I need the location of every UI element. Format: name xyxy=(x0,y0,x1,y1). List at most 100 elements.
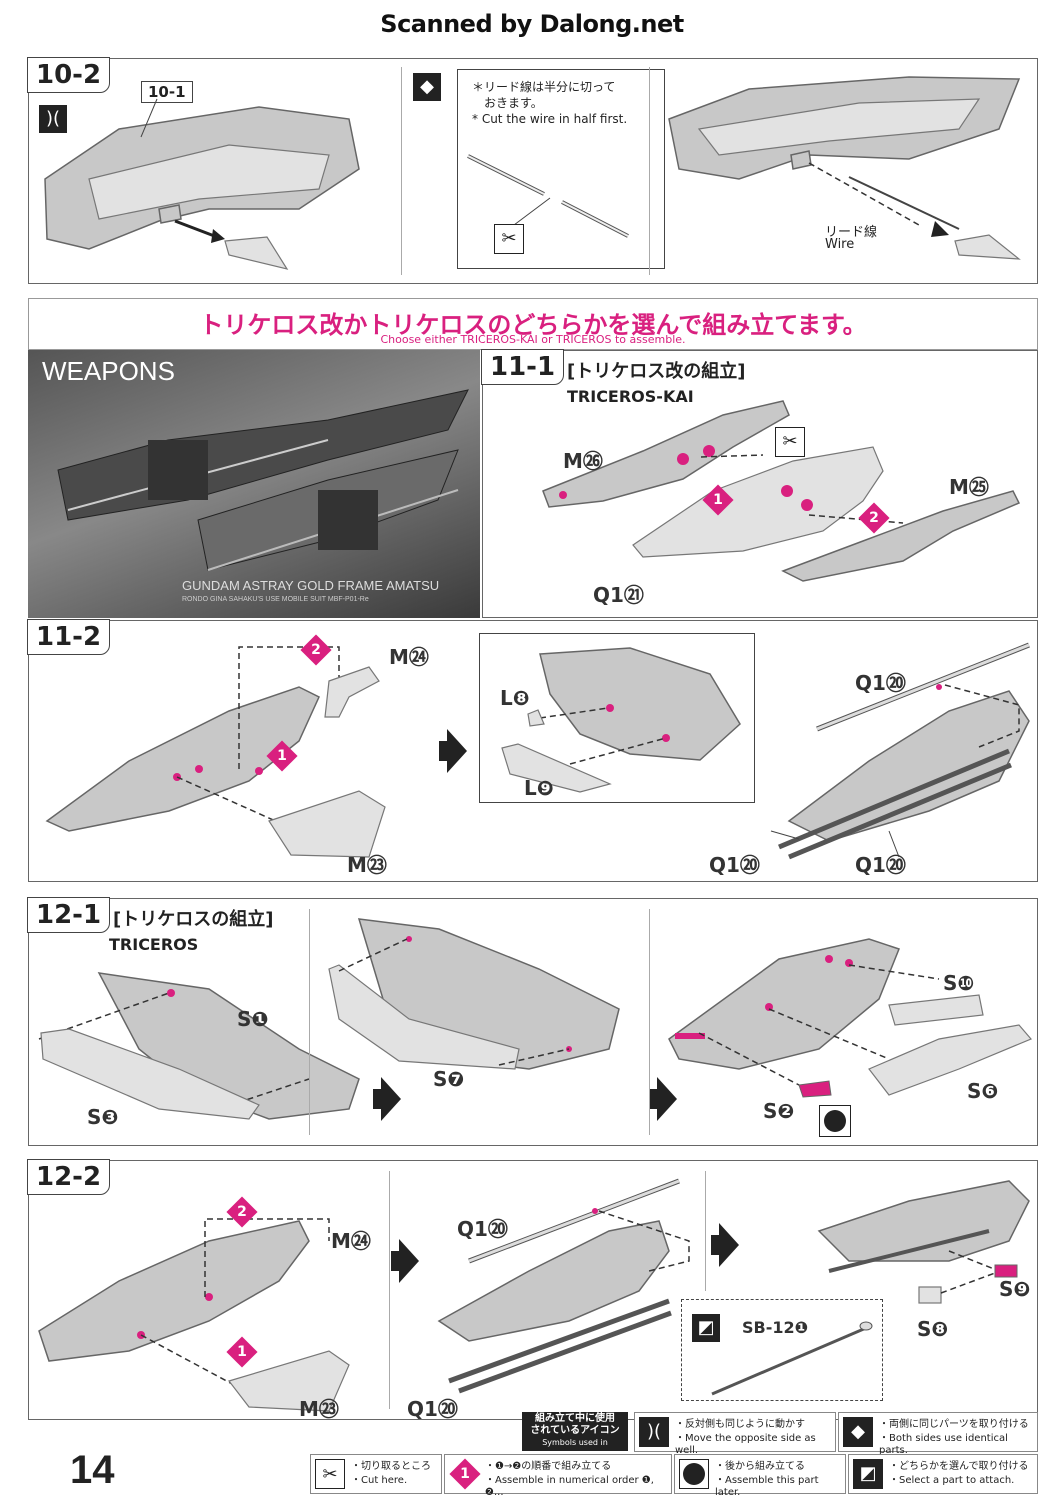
weapons-photo-render xyxy=(57,389,469,571)
part-label: S❼ xyxy=(433,1067,465,1091)
legend-item-assemble-later: ・後から組み立てる ・Assemble this part later. xyxy=(674,1454,846,1498)
assemble-later-icon xyxy=(819,1105,851,1137)
step-11-1-drawing xyxy=(542,400,1021,582)
step-11-2-left-drawing xyxy=(45,646,386,858)
step-12-1-left-drawing xyxy=(38,972,360,1120)
legend-item-select-part: ◩ ・どちらかを選んで取り付ける ・Select a part to attac… xyxy=(848,1454,1038,1494)
step-10-2-left-drawing xyxy=(44,98,360,270)
step-12-1-panel: 12-1 [トリケロスの組立] TRICEROS S❶ S❸ S❼ S❿ S❻ … xyxy=(27,897,1038,1146)
next-arrow xyxy=(439,729,467,773)
legend-item-cut-here: ✂ ・切り取るところ ・Cut here. xyxy=(310,1454,442,1494)
part-label: Q1⑳ xyxy=(855,671,906,695)
divider xyxy=(705,1171,706,1291)
legend-text-en: ・Cut here. xyxy=(351,1475,408,1486)
order-1-marker: 1 xyxy=(702,484,734,516)
ref-label: 10-1 xyxy=(141,81,193,103)
legend-text-en: ・Select a part to attach. xyxy=(889,1475,1015,1486)
choose-title-en: Choose either TRICEROS-KAI or TRICEROS t… xyxy=(380,333,686,346)
step-12-1-title-ja: [トリケロスの組立] xyxy=(113,909,274,930)
weapons-caption-2: RONDO GINA SAHAKU'S USE MOBILE SUIT MBF-… xyxy=(182,596,369,603)
part-label: M㉔ xyxy=(389,645,429,669)
legend-text-en: ・Move the opposite side as well. xyxy=(675,1433,816,1456)
legend-text-ja: ・❶→❷の順番で組み立てる xyxy=(485,1461,612,1472)
part-label: Q1⑳ xyxy=(407,1397,458,1421)
legend-title-ja-1: 組み立て中に使用 xyxy=(535,1413,615,1424)
step-12-2-left-drawing xyxy=(38,1218,350,1412)
wire-note-en: * Cut the wire in half first. xyxy=(472,112,628,126)
legend-text-en: ・Assemble this part later. xyxy=(715,1475,819,1498)
legend-text-ja: ・後から組み立てる xyxy=(715,1461,805,1472)
step-12-2-right-drawing xyxy=(817,1180,1030,1304)
part-label: S❽ xyxy=(917,1317,949,1341)
step-11-1-title-en: TRICEROS-KAI xyxy=(567,387,694,406)
part-label: Q1⑳ xyxy=(709,853,760,877)
select-part-icon: ✂ xyxy=(775,427,805,457)
weapons-title: WEAPONS xyxy=(42,356,175,386)
step-label: 10-2 xyxy=(27,57,111,93)
step-11-1-title-ja: [トリケロス改の組立] xyxy=(567,361,746,382)
divider xyxy=(649,67,650,275)
both-sides-icon: ◆ xyxy=(843,1417,873,1447)
part-label: M㉓ xyxy=(347,853,387,877)
legend-item-both-sides: ◆ ・両側に同じパーツを取り付ける ・Both sides use identi… xyxy=(838,1412,1038,1456)
step-11-2-panel: 11-2 2 1 M㉔ M㉓ L❽ L❾ xyxy=(27,619,1038,882)
step-10-2-right-drawing xyxy=(668,76,1021,260)
part-label: M㉓ xyxy=(299,1397,339,1421)
part-label: SB-12❶ xyxy=(742,1318,809,1337)
step-label: 11-2 xyxy=(27,619,111,655)
move-opposite-icon: )( xyxy=(39,105,67,133)
step-12-2-mid-drawing xyxy=(437,1178,690,1394)
next-arrow xyxy=(649,1077,677,1121)
weapons-caption-1: GUNDAM ASTRAY GOLD FRAME AMATSU xyxy=(182,578,440,593)
part-label: M㉕ xyxy=(949,475,989,499)
legend-item-numerical-order: 1 ・❶→❷の順番で組み立てる ・Assemble in numerical o… xyxy=(444,1454,672,1498)
order-2-marker: 2 xyxy=(300,634,332,666)
part-label: L❽ xyxy=(500,686,530,710)
cut-here-icon: ✂ xyxy=(315,1459,345,1489)
weapons-photo: WEAPONS GUNDAM ASTRAY GOLD FRAME AMATSU … xyxy=(28,350,480,618)
divider xyxy=(309,909,310,1135)
page-number: 14 xyxy=(70,1448,115,1492)
legend-title-ja-2: されているアイコン xyxy=(530,1425,620,1436)
divider xyxy=(649,909,650,1135)
step-11-2-right-drawing xyxy=(770,642,1030,860)
step-12-1-mid-drawing xyxy=(328,918,620,1070)
part-label: L❾ xyxy=(524,776,554,800)
wire-cut-drawing xyxy=(467,154,629,238)
order-2-marker: 2 xyxy=(858,502,890,534)
step-11-1-panel: 11-1 [トリケロス改の組立] TRICEROS-KAI ✂ 1 2 M㉖ M… xyxy=(481,349,1038,618)
choose-title-ja: トリケロス改かトリケロスのどちらかを選んで組み立てます。 xyxy=(199,311,867,339)
legend-text-en: ・Both sides use identical parts. xyxy=(879,1433,1008,1456)
runner-part-box: ◩ SB-12❶ xyxy=(681,1299,883,1401)
runner-part-drawing xyxy=(711,1321,873,1396)
part-label: Q1⑳ xyxy=(457,1217,508,1241)
select-part-icon: ◩ xyxy=(853,1459,883,1489)
legend-item-move-opposite: )( ・反対側も同じように動かす ・Move the opposite side… xyxy=(634,1412,836,1456)
order-1-marker: 1 xyxy=(226,1336,258,1368)
step-label: 12-1 xyxy=(27,897,111,933)
divider xyxy=(389,1171,390,1409)
next-arrow xyxy=(373,1077,401,1121)
step-12-2-panel: 12-2 2 1 M㉔ M㉓ Q1⑳ Q1⑳ S❾ S❽ ◩ SB-12❶ xyxy=(27,1159,1038,1421)
divider xyxy=(401,67,402,275)
step-label: 12-2 xyxy=(27,1159,111,1195)
wire-note-ja-2: おきます。 xyxy=(484,96,543,110)
part-label: M㉔ xyxy=(331,1229,371,1253)
assemble-later-icon xyxy=(679,1459,709,1489)
wire-label-ja: リード線 xyxy=(825,225,878,240)
wire-label-en: Wire xyxy=(825,237,855,252)
legend-text-ja: ・両側に同じパーツを取り付ける xyxy=(879,1419,1029,1430)
part-label: S❾ xyxy=(999,1277,1031,1301)
next-arrow xyxy=(711,1223,739,1267)
order-1-marker: 1 xyxy=(266,740,298,772)
part-label: S❿ xyxy=(943,971,975,995)
choose-banner: トリケロス改かトリケロスのどちらかを選んで組み立てます。 Choose eith… xyxy=(28,298,1038,350)
step-11-2-mid-box: L❽ L❾ xyxy=(479,633,755,803)
legend-text-ja: ・どちらかを選んで取り付ける xyxy=(889,1461,1029,1472)
part-label: S❷ xyxy=(763,1099,795,1123)
step-12-1-title-en: TRICEROS xyxy=(109,935,199,954)
part-label: S❶ xyxy=(237,1007,269,1031)
step-11-2-mid-drawing xyxy=(501,647,741,793)
legend-text-en: ・Assemble in numerical order ❶, ❷... xyxy=(485,1475,654,1498)
step-label: 11-1 xyxy=(481,349,565,385)
